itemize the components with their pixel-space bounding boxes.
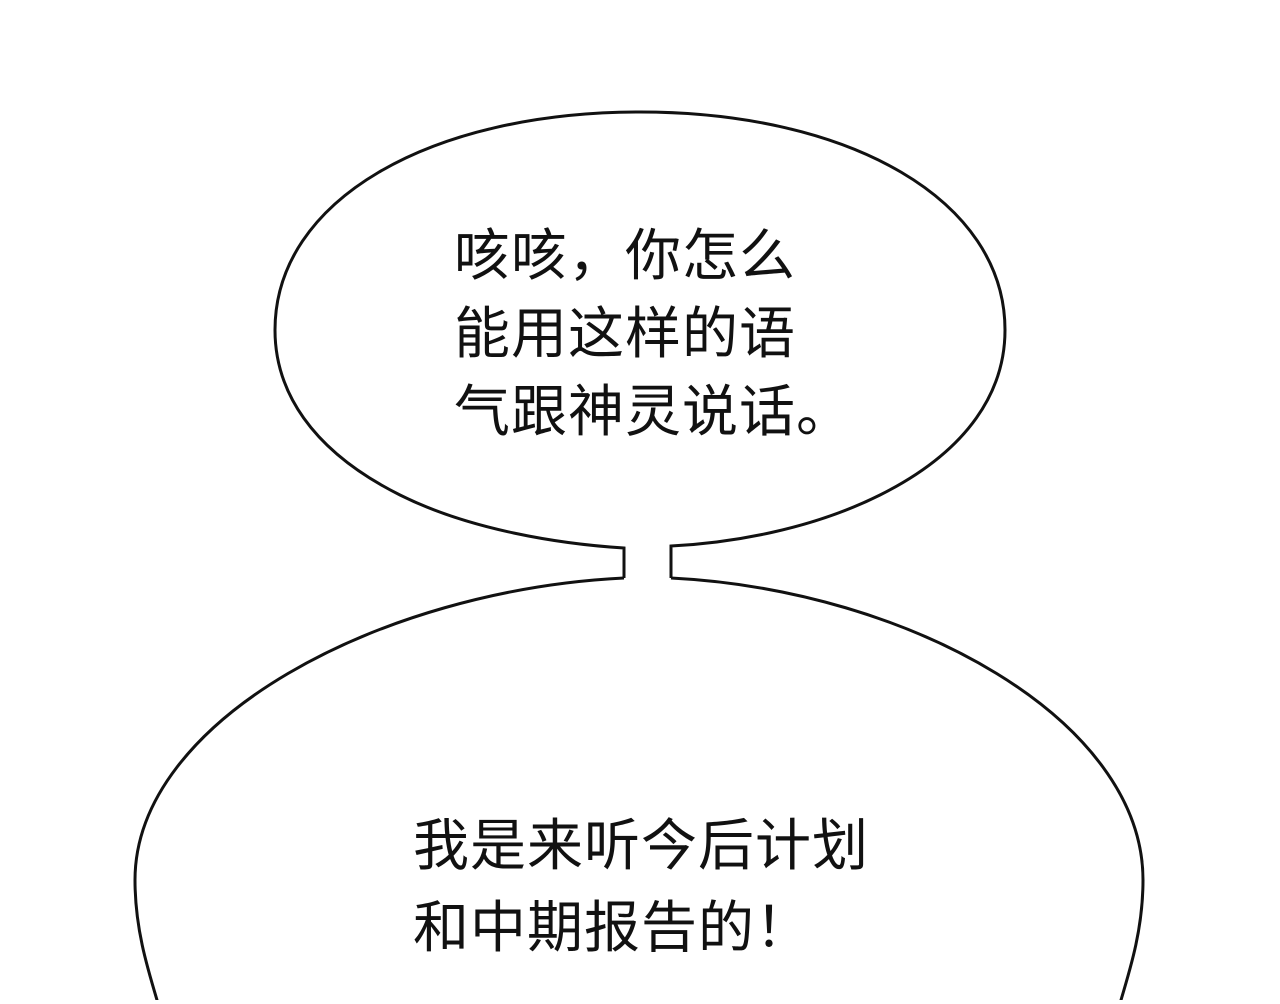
bottom-speech-bubble: [133, 576, 1145, 1004]
dialogue-line: 我是来听今后计划: [413, 814, 869, 879]
dialogue-line: 能用这样的语: [454, 302, 796, 367]
top-bubble-text: 咳咳，你怎么 能用这样的语 气跟神灵说话。: [454, 218, 853, 452]
top-speech-bubble: [273, 110, 1007, 578]
dialogue-line: 和中期报告的！: [413, 896, 812, 961]
dialogue-line: 气跟神灵说话。: [454, 380, 853, 445]
dialogue-line: 咳咳，你怎么: [454, 224, 796, 289]
bottom-bubble-text: 我是来听今后计划 和中期报告的！: [413, 806, 869, 970]
